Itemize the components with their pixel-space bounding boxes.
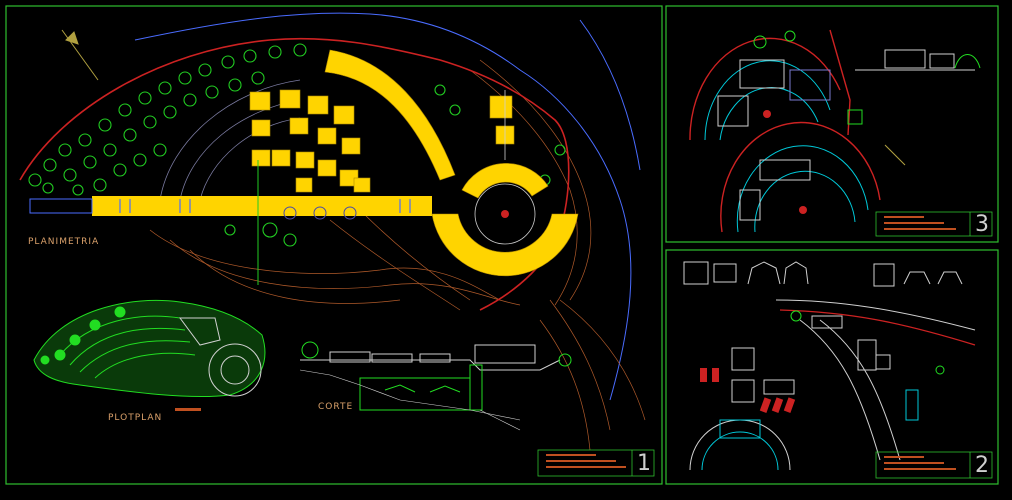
- north-arrow-icon: [61, 29, 99, 81]
- label-corte: CORTE: [318, 402, 354, 412]
- sheet-number-1: 1: [637, 451, 651, 476]
- floor-plans-sheet-3: [689, 29, 981, 233]
- red-vehicles: [700, 368, 796, 413]
- sheet-number-3: 3: [975, 212, 989, 237]
- label-plotplan: PLOTPLAN: [108, 413, 163, 423]
- detail-plans-sheet-2: [683, 261, 976, 471]
- section-corte: [299, 341, 572, 431]
- sheet-number-2: 2: [975, 453, 989, 478]
- title-block-3: [875, 211, 993, 237]
- label-planimetria: PLANIMETRIA: [28, 237, 100, 247]
- vegetation: [28, 43, 566, 247]
- site-plan: [19, 12, 646, 451]
- sheet-frames: [5, 5, 999, 485]
- title-block-1: [537, 449, 655, 477]
- plot-plan: [33, 299, 266, 398]
- title-block-2: [875, 451, 993, 479]
